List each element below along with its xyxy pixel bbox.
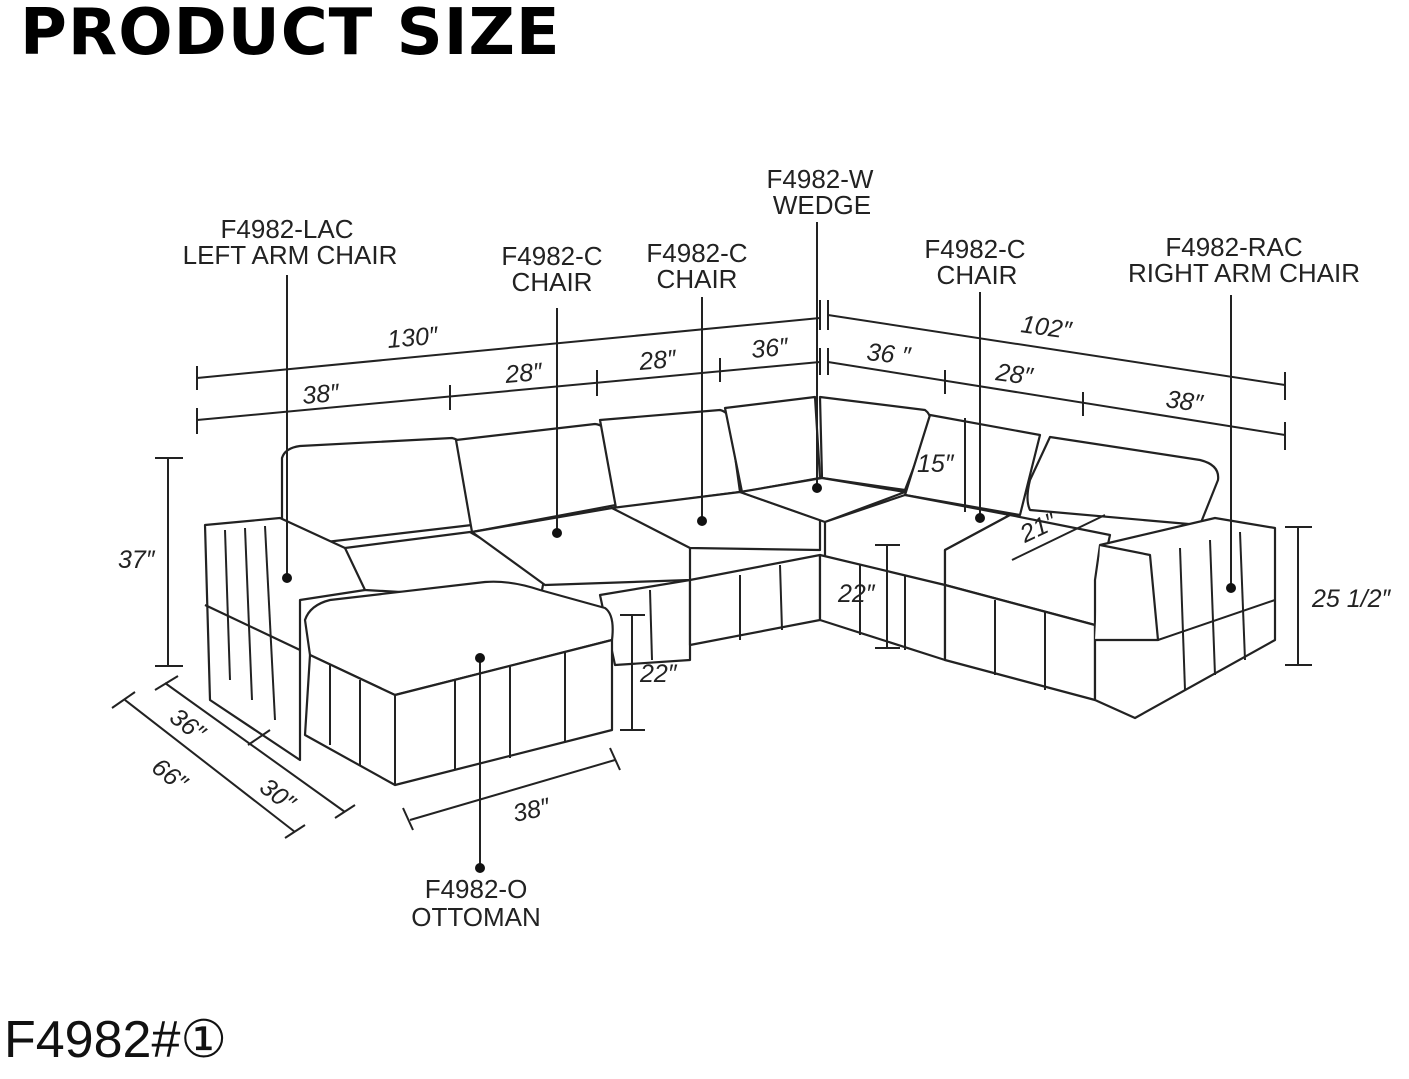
dim-seat-height-right: 22″ [837,580,876,608]
dimension-lines [111,300,1312,839]
leader-lines [282,222,1236,873]
dim-left-w: 36″ [750,333,790,364]
dim-left-c2: 28″ [637,345,678,376]
label-c3-code: F4982-C [924,234,1025,264]
dim-depth-chair: 36″ [164,703,211,748]
label-o-code: F4982-O [425,874,528,904]
dim-arm-height: 25 1/2″ [1311,585,1392,613]
label-w-name: WEDGE [773,190,871,220]
dim-left-c1: 28″ [503,358,544,389]
dim-height: 37″ [118,546,156,574]
label-c1-code: F4982-C [501,241,602,271]
component-labels: F4982-LAC LEFT ARM CHAIR F4982-C CHAIR F… [183,164,1360,932]
dim-depth-total: 66″ [146,753,193,798]
sofa-drawing [203,395,1277,787]
label-c1-name: CHAIR [512,267,593,297]
label-lac-code: F4982-LAC [221,214,354,244]
dim-left-total: 130″ [386,322,440,354]
dim-seat-height-left: 22″ [639,660,678,688]
model-number: F4982#① [4,1011,227,1069]
label-c2-code: F4982-C [646,238,747,268]
label-rac-name: RIGHT ARM CHAIR [1128,258,1360,288]
dim-right-w: 36 ″ [865,338,912,371]
label-c2-name: CHAIR [657,264,738,294]
dim-left-lac: 38″ [301,379,341,410]
dim-right-c: 28″ [993,358,1035,391]
label-rac-code: F4982-RAC [1165,232,1302,262]
dim-right-total: 102″ [1019,310,1074,345]
dim-ottoman-width: 38″ [510,793,553,828]
dim-depth-ottoman: 30″ [254,773,301,818]
label-c3-name: CHAIR [937,260,1018,290]
page-title: PRODUCT SIZE [20,0,561,70]
label-w-code: F4982-W [767,164,874,194]
label-o-name: OTTOMAN [411,902,541,932]
dim-right-rac: 38″ [1164,385,1205,418]
dim-back-height: 15″ [917,450,955,478]
label-lac-name: LEFT ARM CHAIR [183,240,398,270]
